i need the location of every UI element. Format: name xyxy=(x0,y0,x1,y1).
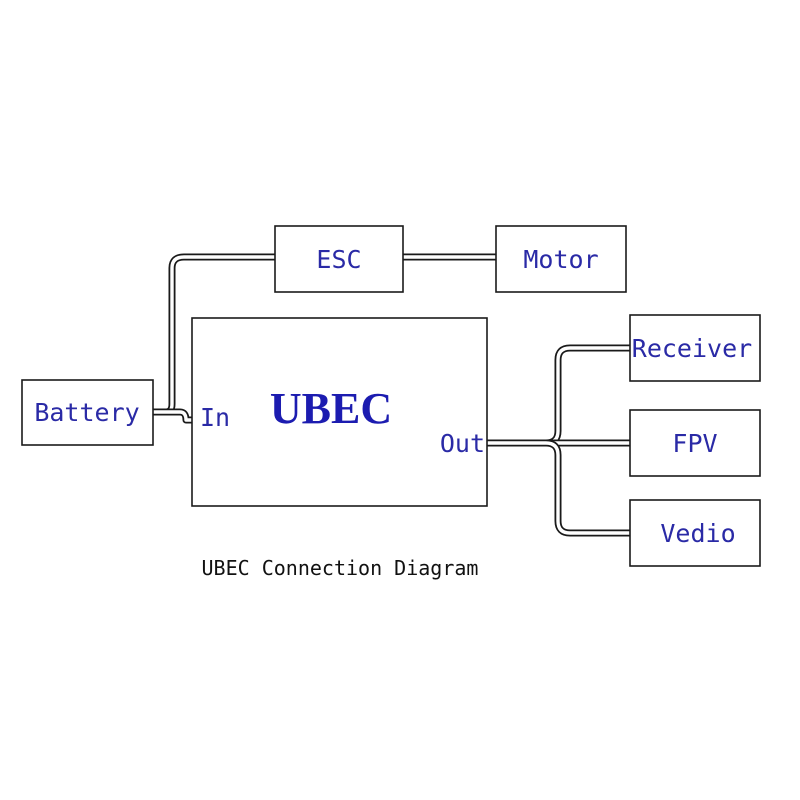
wire-out-receiver xyxy=(487,344,630,447)
motor-label: Motor xyxy=(523,245,598,274)
battery-label: Battery xyxy=(34,398,139,427)
receiver-label: Receiver xyxy=(632,334,752,363)
esc-label: ESC xyxy=(316,245,361,274)
wire-out-vedio xyxy=(545,439,630,537)
ubec-in-label: In xyxy=(200,403,230,432)
diagram-caption: UBEC Connection Diagram xyxy=(202,556,479,580)
fpv-label: FPV xyxy=(672,429,717,458)
motor-box xyxy=(495,225,627,293)
receiver-box xyxy=(629,314,761,382)
ubec-out-label: Out xyxy=(440,429,485,458)
ubec-title: UBEC xyxy=(270,384,392,433)
ubec-box xyxy=(191,317,488,507)
vedio-label: Vedio xyxy=(660,519,735,548)
esc-box xyxy=(274,225,404,293)
wire-battery-ubec-in xyxy=(153,408,192,424)
vedio-box xyxy=(629,499,761,567)
fpv-box xyxy=(629,409,761,477)
battery-box xyxy=(21,379,154,446)
